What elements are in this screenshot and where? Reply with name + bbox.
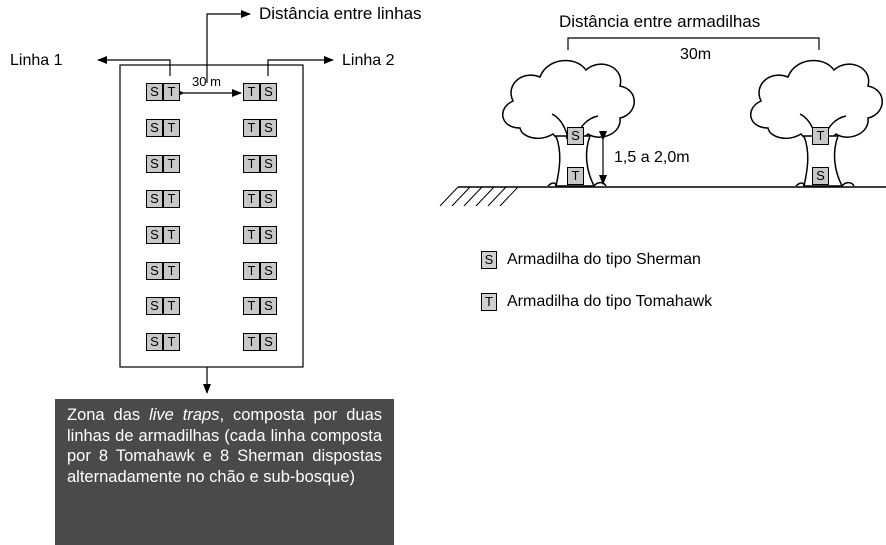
sherman-trap: S <box>146 83 163 101</box>
legend-tomahawk-symbol: T <box>481 293 497 311</box>
tomahawk-trap: T <box>243 83 260 101</box>
tomahawk-trap: T <box>163 262 180 280</box>
sherman-trap: S <box>146 155 163 173</box>
line-distance-label: Distância entre linhas <box>259 4 422 23</box>
sherman-trap: S <box>260 155 277 173</box>
line2-pointer <box>267 56 334 76</box>
note-text-1: Zona das <box>67 406 150 424</box>
sherman-trap-on-tree: S <box>567 127 584 145</box>
trap-distance-label: Distância entre armadilhas <box>559 12 761 31</box>
tomahawk-trap: T <box>163 155 180 173</box>
trap-zone-rect <box>119 64 304 368</box>
sherman-trap: S <box>146 262 163 280</box>
sherman-trap: S <box>260 119 277 137</box>
tomahawk-trap: T <box>243 226 260 244</box>
trap-distance-bracket <box>567 37 820 50</box>
note-text-italic: live traps <box>149 406 220 424</box>
tomahawk-trap: T <box>163 190 180 208</box>
tree-icon <box>750 59 883 187</box>
sherman-trap: S <box>260 190 277 208</box>
tomahawk-trap: T <box>163 297 180 315</box>
line2-label: Linha 2 <box>342 52 395 69</box>
sherman-trap: S <box>146 333 163 351</box>
sherman-trap: S <box>260 262 277 280</box>
tomahawk-trap: T <box>243 190 260 208</box>
tomahawk-trap-on-tree: T <box>812 127 829 145</box>
legend-sherman-text: Armadilha do tipo Sherman <box>507 251 701 268</box>
sherman-trap: S <box>260 83 277 101</box>
tomahawk-trap: T <box>243 155 260 173</box>
sherman-trap: S <box>260 226 277 244</box>
legend-tomahawk-text: Armadilha do tipo Tomahawk <box>507 293 713 310</box>
height-label: 1,5 a 2,0m <box>614 149 690 166</box>
sherman-trap: S <box>146 226 163 244</box>
tomahawk-trap: T <box>163 226 180 244</box>
tomahawk-trap: T <box>243 119 260 137</box>
sherman-trap-on-ground: S <box>812 167 829 185</box>
sherman-trap: S <box>260 333 277 351</box>
sherman-trap: S <box>260 297 277 315</box>
legend-sherman-symbol: S <box>481 251 497 269</box>
spacing-lines-label: 30 m <box>192 74 221 89</box>
ground-hatch <box>439 186 519 207</box>
tomahawk-trap: T <box>163 333 180 351</box>
tomahawk-trap: T <box>163 119 180 137</box>
line1-label: Linha 1 <box>10 52 63 69</box>
line1-pointer <box>97 56 171 76</box>
tomahawk-trap-on-ground: T <box>567 167 584 185</box>
line-distance-pointer <box>206 10 251 83</box>
sherman-trap: S <box>146 297 163 315</box>
sherman-trap: S <box>146 190 163 208</box>
tomahawk-trap: T <box>243 333 260 351</box>
tomahawk-trap: T <box>163 83 180 101</box>
spacing-traps-label: 30m <box>680 46 712 63</box>
tomahawk-trap: T <box>243 262 260 280</box>
note-text-2: , composta por duas linhas de armadilhas… <box>67 406 382 486</box>
sherman-trap: S <box>146 119 163 137</box>
tomahawk-trap: T <box>243 297 260 315</box>
live-traps-note: Zona das live traps, composta por duas l… <box>55 399 394 545</box>
